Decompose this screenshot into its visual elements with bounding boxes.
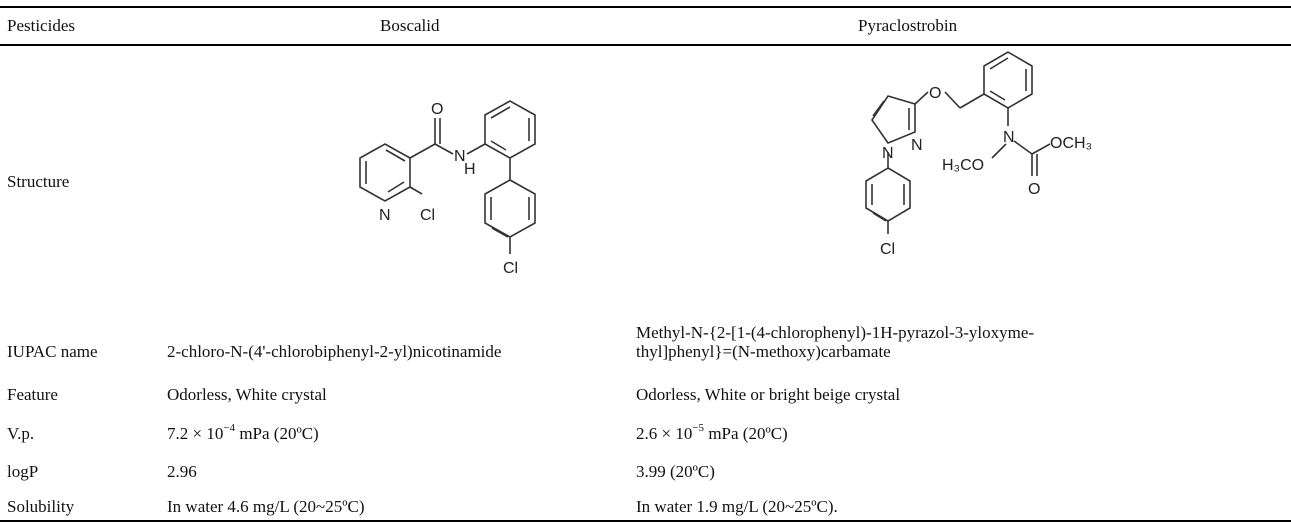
boscalid-logp: 2.96 xyxy=(167,462,197,481)
atom-cl: Cl xyxy=(503,260,518,277)
pyrazole-double-bond xyxy=(872,100,885,117)
row-label-iupac: IUPAC name xyxy=(7,342,98,361)
row-label-vp: V.p. xyxy=(7,424,35,443)
bond xyxy=(1013,140,1033,155)
bond xyxy=(1031,143,1051,155)
atom-och3: OCH₃ xyxy=(1050,135,1092,152)
bond xyxy=(914,91,929,105)
boscalid-structure: O N H N Cl Cl xyxy=(359,100,536,277)
bottom-rule xyxy=(0,520,1291,522)
bond xyxy=(959,93,985,109)
boscalid-feature: Odorless, White crystal xyxy=(167,385,327,404)
atom-o: O xyxy=(431,101,443,118)
atom-o: O xyxy=(1028,181,1040,198)
bond xyxy=(409,143,436,159)
aromatic-bond xyxy=(989,57,1009,70)
vp-unit: mPa (20ºC) xyxy=(235,424,319,443)
boscalid-solubility: In water 4.6 mg/L (20~25ºC) xyxy=(167,497,365,516)
atom-h3co: H₃CO xyxy=(942,157,984,174)
row-label-feature: Feature xyxy=(7,385,58,404)
header-rule xyxy=(0,44,1291,46)
atom-n: N xyxy=(1003,129,1015,146)
pyraclostrobin-solubility: In water 1.9 mg/L (20~25ºC). xyxy=(636,497,838,516)
benzene-ring xyxy=(983,51,1033,109)
benzene-ring-top xyxy=(484,100,536,159)
vp-base: 2.6 × 10 xyxy=(636,424,693,443)
aromatic-bond xyxy=(872,212,887,222)
atom-h: H xyxy=(464,161,476,178)
vp-exponent: −5 xyxy=(692,422,705,435)
row-label-solubility: Solubility xyxy=(7,497,75,516)
header-pyraclostrobin: Pyraclostrobin xyxy=(858,16,958,35)
pyraclostrobin-iupac-line2: thyl]phenyl}=(N-methoxy)carbamate xyxy=(636,342,891,361)
vp-exponent: −4 xyxy=(223,422,236,435)
bond xyxy=(466,143,486,155)
bond xyxy=(409,186,423,195)
atom-cl: Cl xyxy=(420,207,435,224)
atom-n: N xyxy=(911,137,923,154)
boscalid-iupac: 2-chloro-N-(4'-chlorobiphenyl-2-yl)nicot… xyxy=(167,342,502,361)
top-rule xyxy=(0,6,1291,8)
aromatic-bond xyxy=(490,140,507,151)
header-boscalid: Boscalid xyxy=(380,16,440,35)
vp-unit: mPa (20ºC) xyxy=(704,424,788,443)
bond xyxy=(991,143,1007,159)
pyridine-ring xyxy=(359,143,411,202)
pyrazole-ring xyxy=(871,95,916,144)
atom-n: N xyxy=(454,148,466,165)
pyraclostrobin-iupac-line1: Methyl-N-{2-[1-(4-chlorophenyl)-1H-pyraz… xyxy=(636,323,1035,342)
pyraclostrobin-structure: O N N N H₃CO OCH₃ O Cl xyxy=(865,51,1092,258)
pyridine-double-bond xyxy=(387,181,405,193)
atom-n: N xyxy=(882,145,894,162)
aromatic-bond xyxy=(491,227,509,238)
aromatic-bond xyxy=(989,90,1006,101)
aromatic-bond xyxy=(490,106,511,119)
bond xyxy=(944,91,961,109)
pyraclostrobin-feature: Odorless, White or bright beige crystal xyxy=(636,385,901,404)
row-label-logp: logP xyxy=(7,462,39,481)
header-pesticides: Pesticides xyxy=(7,16,75,35)
vp-base: 7.2 × 10 xyxy=(167,424,224,443)
bond xyxy=(434,143,454,155)
atom-o: O xyxy=(929,85,941,102)
pyraclostrobin-vp: 2.6 × 10−5 mPa (20ºC) xyxy=(636,422,788,444)
atom-n: N xyxy=(379,207,391,224)
pyraclostrobin-logp: 3.99 (20ºC) xyxy=(636,462,715,481)
boscalid-vp: 7.2 × 10−4 mPa (20ºC) xyxy=(167,422,319,444)
structure-label: Structure xyxy=(7,172,70,191)
atom-cl: Cl xyxy=(880,241,895,258)
pyridine-double-bond xyxy=(385,149,406,162)
